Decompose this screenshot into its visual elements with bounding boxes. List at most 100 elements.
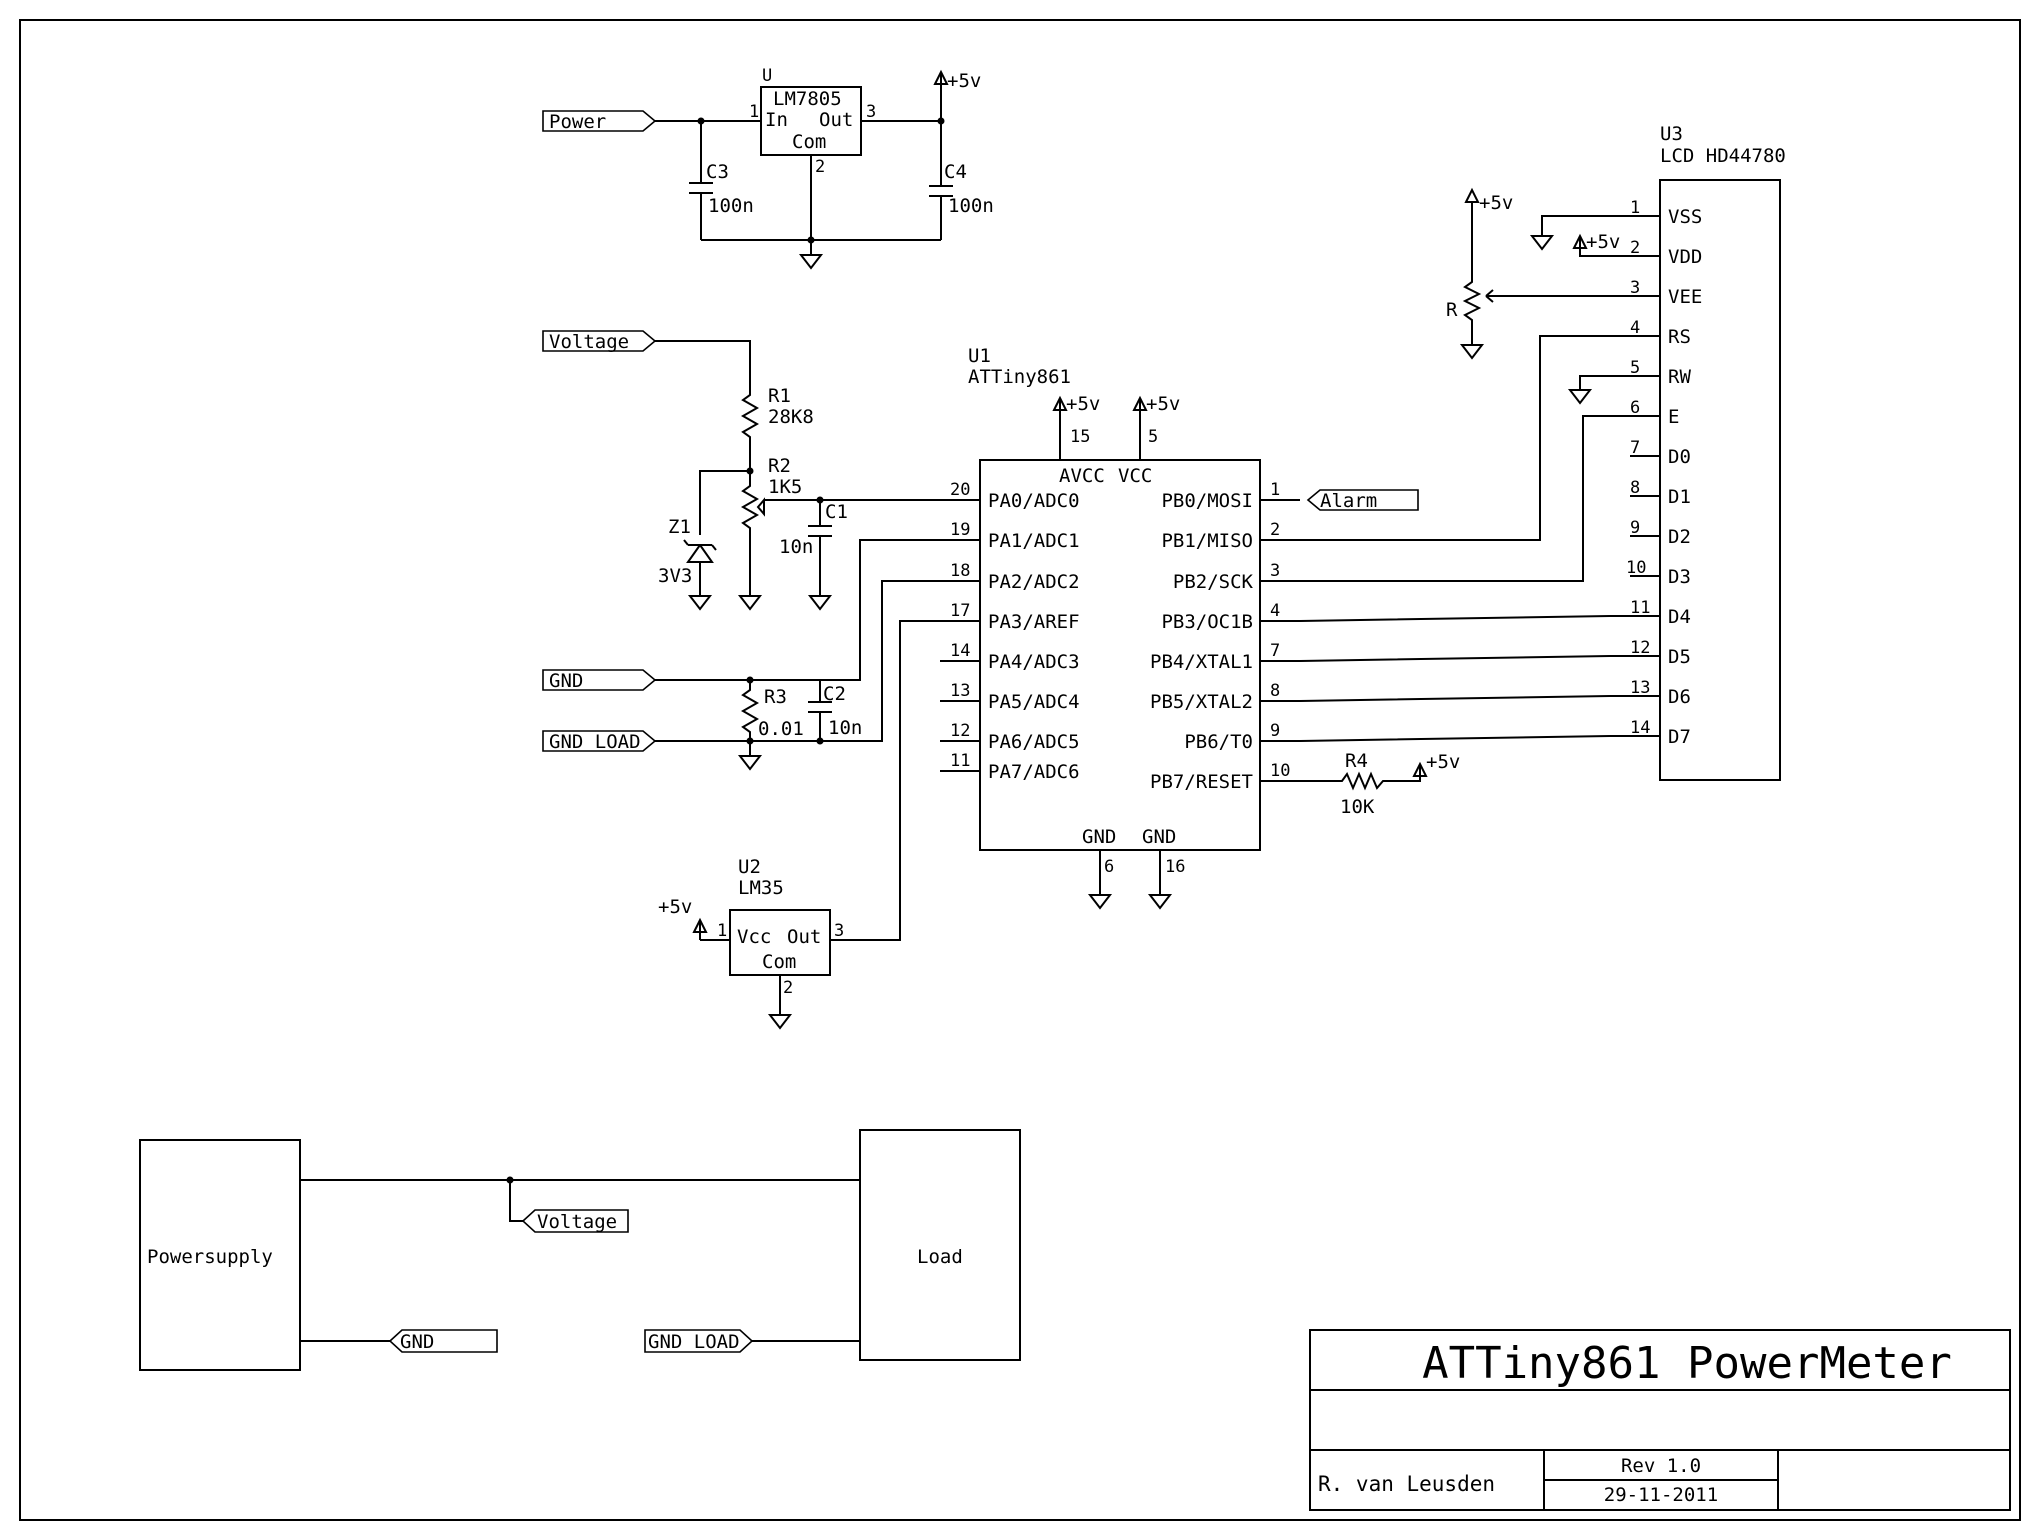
- title-block: ATTiny861 PowerMeter R. van Leusden Rev …: [1309, 1329, 2011, 1511]
- lcd-pin-num: 14: [1630, 718, 1650, 738]
- mcu-pin-name: PA7/ADC6: [988, 761, 1080, 783]
- voltage-net-label: Voltage: [549, 331, 629, 353]
- drawing-revision: Rev 1.0: [1621, 1455, 1701, 1477]
- lcd-pin-name: RW: [1668, 366, 1691, 388]
- powersupply-block: [139, 1139, 301, 1371]
- gnd-load-net-label: GND LOAD: [549, 731, 641, 753]
- lcd-pin-num: 5: [1630, 358, 1640, 378]
- gnd-net-label: GND: [549, 670, 583, 692]
- mcu-pin-num: 10: [1270, 761, 1290, 781]
- sensor-part: LM35: [738, 877, 784, 899]
- lcd-section: U3 LCD HD44780 1 2 3 4 5 6 7 8 9 10 11 1…: [1299, 123, 1786, 781]
- z1-value: 3V3: [658, 565, 692, 587]
- gnd-load-net-bottom: GND LOAD: [644, 1329, 754, 1353]
- lcd-pin-name: D1: [1668, 486, 1691, 508]
- regulator-part: LM7805: [773, 88, 842, 110]
- lcd-pin-name: D4: [1668, 606, 1691, 628]
- mcu-pin-num: 9: [1270, 721, 1280, 741]
- gnd-load-net-bottom-label: GND LOAD: [648, 1331, 740, 1353]
- mcu-pin-name: PA0/ADC0: [988, 490, 1080, 512]
- mcu-pin-num: 3: [1270, 561, 1280, 581]
- lcd-pin-name: D0: [1668, 446, 1691, 468]
- mcu-ref: U1: [968, 345, 991, 367]
- powersupply-label: Powersupply: [147, 1246, 273, 1268]
- r-ref: R: [1446, 299, 1458, 321]
- drawing-author: R. van Leusden: [1318, 1472, 1495, 1496]
- mcu-pin-num: 12: [950, 721, 970, 741]
- power-label-net: Power: [542, 110, 657, 133]
- lcd-pin-name: D3: [1668, 566, 1691, 588]
- lcd-pin-num: 12: [1630, 638, 1650, 658]
- mcu-pin-num: 2: [1270, 520, 1280, 540]
- r4-value: 10K: [1340, 796, 1375, 818]
- mcu-gnd1-num: 6: [1104, 857, 1114, 877]
- drawing-title: ATTiny861 PowerMeter: [1422, 1338, 1952, 1389]
- shunt-section: GND GND LOAD R3 0.01 C2 10n: [542, 539, 980, 771]
- gnd-net-bottom-label: GND: [400, 1331, 434, 1353]
- sensor-pin-2: 2: [783, 978, 793, 998]
- regulator-pin-in: In: [765, 109, 788, 131]
- lcd-pin-num: 7: [1630, 438, 1640, 458]
- mcu-pin-name: PB6/T0: [1184, 731, 1253, 753]
- load-block: [859, 1129, 1021, 1361]
- lcd-pin-num: 1: [1630, 198, 1640, 218]
- mcu-avcc-name: AVCC: [1059, 465, 1105, 487]
- c4-ref: C4: [944, 161, 967, 183]
- sensor-supply-label: +5v: [658, 896, 692, 918]
- mcu-pin-name: PA2/ADC2: [988, 571, 1080, 593]
- z1-ref: Z1: [668, 516, 691, 538]
- vcc5-vcc-label: +5v: [1146, 393, 1180, 415]
- block-diagram-section: Powersupply Load Voltage GND GND LOAD: [139, 1129, 1021, 1371]
- vcc5-lcd-vdd-label: +5v: [1586, 231, 1620, 253]
- mcu-gnd2-name: GND: [1142, 826, 1176, 848]
- regulator-pin-1: 1: [749, 102, 759, 122]
- lcd-pin-num: 9: [1630, 518, 1640, 538]
- alarm-net: Alarm: [1306, 489, 1419, 512]
- mcu-pin-num: 4: [1270, 601, 1280, 621]
- lcd-pin-name: D6: [1668, 686, 1691, 708]
- mcu-left-pins: 20 19 18 17 14 13 12 11 PA0/ADC0 PA1/ADC…: [940, 480, 1080, 783]
- c2-ref: C2: [823, 683, 846, 705]
- lcd-pin-name: RS: [1668, 326, 1691, 348]
- voltage-net: Voltage: [542, 330, 657, 353]
- mcu-pin-num: 19: [950, 520, 970, 540]
- load-label: Load: [917, 1246, 963, 1268]
- sensor-section: U2 LM35 Vcc Out Com 1 3 2 +5v: [658, 856, 844, 1030]
- mcu-adc-wiring: [830, 620, 940, 941]
- mcu-pin-name: PB0/MOSI: [1161, 490, 1253, 512]
- sensor-pin-out: Out: [787, 926, 821, 948]
- mcu-pin-name: PA3/AREF: [988, 611, 1080, 633]
- lcd-body: [1659, 179, 1781, 781]
- mcu-pin-name: PB7/RESET: [1150, 771, 1253, 793]
- r2-value: 1K5: [768, 476, 802, 498]
- mcu-pin-num: 17: [950, 601, 970, 621]
- sensor-pin-com: Com: [762, 951, 796, 973]
- mcu-pin-name: PA5/ADC4: [988, 691, 1080, 713]
- lcd-pin-name: VSS: [1668, 206, 1702, 228]
- mcu-pin-num: 1: [1270, 480, 1280, 500]
- lcd-pin-num: 11: [1630, 598, 1650, 618]
- regulator-pin-2: 2: [815, 157, 825, 177]
- mcu-pin-name: PB3/OC1B: [1161, 611, 1253, 633]
- mcu-body: [979, 459, 1261, 851]
- gnd-net-bottom: GND: [388, 1329, 498, 1353]
- vcc5-r4-label: +5v: [1426, 751, 1460, 773]
- c4-value: 100n: [948, 195, 994, 217]
- drawing-date: 29-11-2011: [1604, 1484, 1718, 1506]
- mcu-gnd2-num: 16: [1165, 857, 1185, 877]
- regulator-pin-3: 3: [866, 102, 876, 122]
- sensor-pin-vcc: Vcc: [737, 926, 771, 948]
- lcd-pin-num: 3: [1630, 278, 1640, 298]
- c1-value: 10n: [779, 536, 813, 558]
- lcd-pin-name: VDD: [1668, 246, 1702, 268]
- sensor-pin-3: 3: [834, 921, 844, 941]
- voltage-net-bottom-label: Voltage: [537, 1211, 617, 1233]
- mcu-pin-num: 18: [950, 561, 970, 581]
- lcd-pin-name: D5: [1668, 646, 1691, 668]
- lcd-pin-name: E: [1668, 406, 1679, 428]
- mcu-vcc-name: VCC: [1118, 465, 1152, 487]
- mcu-pin-num: 20: [950, 480, 970, 500]
- vcc5-regulator-label: +5v: [947, 70, 981, 92]
- sensor-ref: U2: [738, 856, 761, 878]
